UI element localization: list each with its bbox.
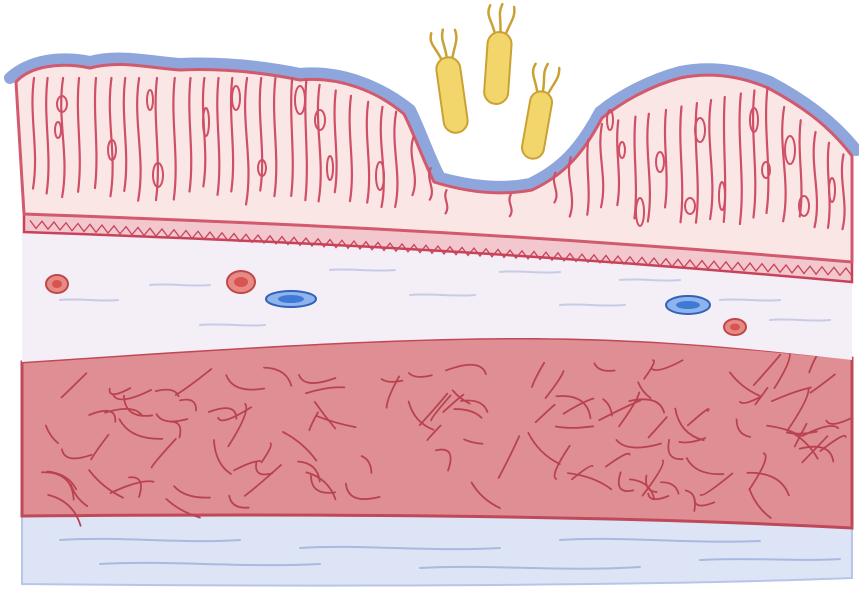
crypt-line	[634, 117, 635, 219]
bacteria-icon	[518, 62, 560, 161]
bacteria-icon	[482, 3, 515, 105]
artery	[724, 319, 746, 335]
vein	[666, 296, 710, 314]
bacteria-icon	[430, 28, 470, 135]
artery	[227, 271, 255, 293]
bacteria-group	[430, 3, 560, 160]
crypt-line	[587, 140, 588, 215]
artery	[46, 275, 68, 293]
vein	[266, 291, 316, 307]
crypt-line	[95, 78, 97, 188]
muscularis-propria-layer	[22, 333, 852, 528]
